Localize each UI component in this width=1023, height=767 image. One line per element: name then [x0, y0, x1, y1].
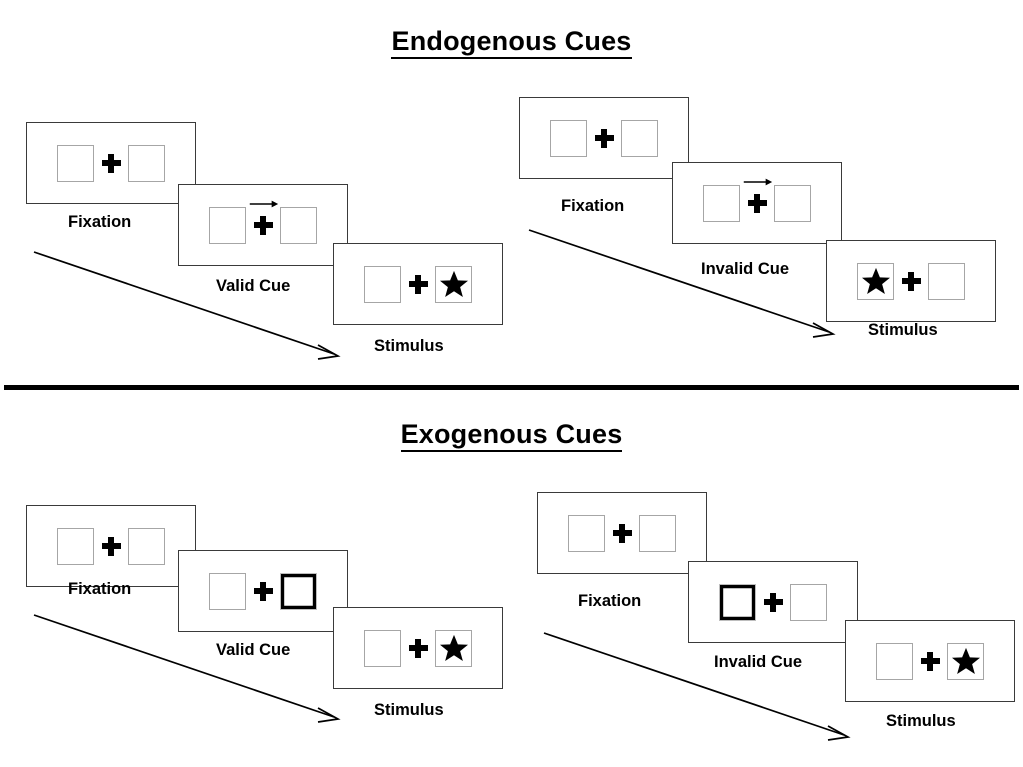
panel-label-fixation: Fixation — [578, 592, 642, 610]
star-icon — [861, 267, 890, 294]
fixation-cross — [740, 178, 774, 213]
right-square — [128, 527, 165, 565]
panel-inner — [550, 119, 658, 157]
left-square — [209, 572, 246, 610]
plus-icon — [408, 638, 428, 658]
fixation-cross — [94, 153, 128, 173]
section-title-endogenous-text: Endogenous Cues — [391, 26, 632, 59]
right-square — [128, 144, 165, 182]
plus-icon — [594, 128, 614, 148]
section-title-endogenous: Endogenous Cues — [0, 26, 1023, 59]
fixation-cross — [401, 274, 435, 294]
left-square — [364, 265, 401, 303]
panel-inner — [719, 583, 827, 621]
panel-endogenous-invalid-fixation — [519, 97, 689, 179]
plus-icon — [253, 215, 273, 235]
plus-icon — [408, 274, 428, 294]
panel-label-valid-cue: Valid Cue — [216, 277, 291, 295]
section-divider — [4, 385, 1019, 390]
left-square — [568, 514, 605, 552]
right-square — [435, 629, 472, 667]
panel-label-fixation: Fixation — [68, 213, 132, 231]
panel-label-stimulus: Stimulus — [886, 712, 956, 730]
panel-endogenous-valid-fixation — [26, 122, 196, 204]
plus-icon — [253, 581, 273, 601]
time-arrow-exogenous-invalid — [543, 632, 851, 741]
right-square-cued — [280, 572, 317, 610]
fixation-cross — [587, 128, 621, 148]
panel-label-valid-cue: Valid Cue — [216, 641, 291, 659]
panel-exogenous-valid-stimulus — [333, 607, 503, 689]
panel-endogenous-valid-cue — [178, 184, 348, 266]
right-arrow-icon — [743, 178, 773, 185]
right-square — [639, 514, 676, 552]
fixation-cross — [94, 536, 128, 556]
left-square — [857, 262, 894, 300]
star-icon — [951, 647, 980, 674]
panel-inner — [876, 642, 984, 680]
right-square — [947, 642, 984, 680]
panel-exogenous-valid-fixation — [26, 505, 196, 587]
left-square — [209, 206, 246, 244]
plus-icon — [901, 271, 921, 291]
fixation-cross — [246, 200, 280, 235]
fixation-cross — [894, 271, 928, 291]
left-square — [876, 642, 913, 680]
right-square — [621, 119, 658, 157]
panel-inner — [364, 629, 472, 667]
panel-exogenous-valid-cue — [178, 550, 348, 632]
panel-inner — [568, 514, 676, 552]
panel-label-stimulus: Stimulus — [374, 701, 444, 719]
plus-icon — [101, 536, 121, 556]
panel-label-stimulus: Stimulus — [374, 337, 444, 355]
left-square — [57, 144, 94, 182]
panel-inner — [703, 178, 811, 222]
right-square — [928, 262, 965, 300]
plus-icon — [920, 651, 940, 671]
panel-endogenous-valid-stimulus — [333, 243, 503, 325]
fixation-cross — [605, 523, 639, 543]
time-arrow-endogenous-valid — [33, 251, 341, 360]
panel-endogenous-invalid-stimulus — [826, 240, 996, 322]
fixation-cross — [756, 592, 790, 612]
panel-endogenous-invalid-cue — [672, 162, 842, 244]
right-arrow-icon — [249, 200, 279, 207]
panel-inner — [364, 265, 472, 303]
fixation-cross — [246, 581, 280, 601]
plus-icon — [101, 153, 121, 173]
panel-label-fixation: Fixation — [68, 580, 132, 598]
right-square — [790, 583, 827, 621]
panel-inner — [57, 144, 165, 182]
panel-inner — [857, 262, 965, 300]
plus-icon — [747, 193, 767, 213]
panel-inner — [209, 200, 317, 244]
panel-exogenous-invalid-cue — [688, 561, 858, 643]
star-icon — [439, 270, 468, 297]
panel-label-fixation: Fixation — [561, 197, 625, 215]
left-square — [550, 119, 587, 157]
section-title-exogenous-text: Exogenous Cues — [400, 419, 623, 452]
right-square — [774, 184, 811, 222]
time-arrow-endogenous-invalid — [528, 229, 836, 338]
fixation-cross — [913, 651, 947, 671]
panel-inner — [57, 527, 165, 565]
left-square-cued — [719, 583, 756, 621]
panel-label-invalid-cue: Invalid Cue — [714, 653, 803, 671]
right-square — [435, 265, 472, 303]
panel-label-invalid-cue: Invalid Cue — [701, 260, 790, 278]
right-square — [280, 206, 317, 244]
panel-exogenous-invalid-fixation — [537, 492, 707, 574]
left-square — [364, 629, 401, 667]
fixation-cross — [401, 638, 435, 658]
plus-icon — [612, 523, 632, 543]
panel-label-stimulus: Stimulus — [868, 321, 938, 339]
left-square — [57, 527, 94, 565]
time-arrow-exogenous-valid — [33, 614, 341, 723]
section-title-exogenous: Exogenous Cues — [0, 419, 1023, 452]
left-square — [703, 184, 740, 222]
plus-icon — [763, 592, 783, 612]
panel-exogenous-invalid-stimulus — [845, 620, 1015, 702]
panel-inner — [209, 572, 317, 610]
star-icon — [439, 634, 468, 661]
